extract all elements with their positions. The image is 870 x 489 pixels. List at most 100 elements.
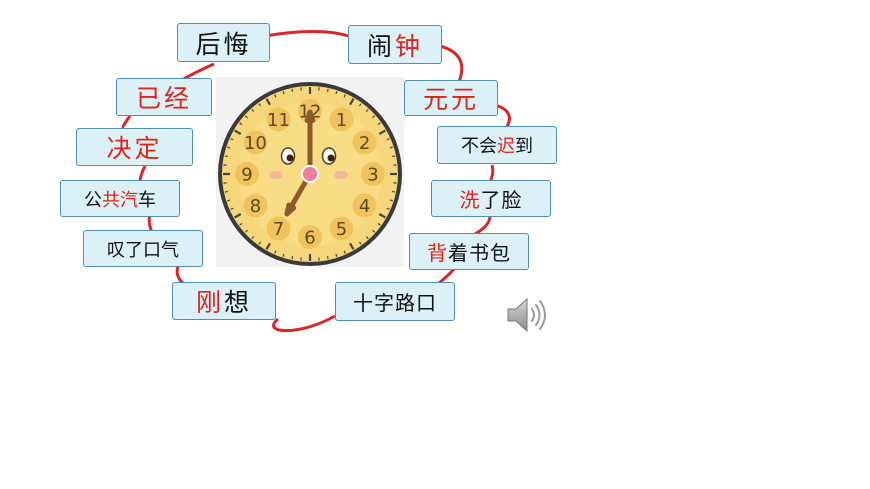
clock-tick — [251, 236, 255, 240]
clock-tick — [389, 146, 393, 149]
word-char: 闹 — [366, 31, 395, 61]
clock-number: 7 — [273, 219, 284, 240]
word-char: 叹 — [107, 239, 125, 261]
clock-number-badge — [329, 107, 354, 132]
clock-face: 121234567891011 — [218, 82, 402, 266]
clock-tick — [326, 256, 329, 260]
word-char: 了 — [480, 188, 502, 212]
word-char: 着 — [448, 241, 469, 265]
clock-tick — [258, 241, 262, 245]
clock-number-badge — [243, 193, 268, 218]
clock-tick — [377, 122, 381, 126]
word-char: 已 — [135, 84, 164, 113]
speaker-button[interactable] — [505, 294, 551, 336]
word-shizilukou[interactable]: 十字路口 — [335, 282, 455, 321]
clock-number: 8 — [250, 196, 261, 217]
clock-tick — [244, 229, 248, 233]
clock-tick — [378, 213, 386, 219]
word-jueding[interactable]: 决定 — [76, 128, 193, 166]
clock-number-badge — [361, 162, 385, 186]
clock-tick — [349, 242, 355, 250]
clock-number: 10 — [244, 133, 267, 154]
clock-tick — [224, 155, 228, 158]
word-gangxiang[interactable]: 刚想 — [172, 282, 276, 320]
clock-left-cheek — [269, 171, 283, 179]
clock-tick — [365, 236, 369, 240]
word-char: 十 — [353, 291, 374, 315]
clock-tick — [343, 94, 346, 98]
speaker-icon — [507, 297, 546, 333]
word-char: 洗 — [459, 188, 481, 212]
clock: 121234567891011 — [216, 77, 404, 267]
word-naozhong[interactable]: 闹钟 — [348, 25, 442, 64]
word-char: 共 — [102, 189, 120, 211]
word-char: 路 — [395, 291, 416, 315]
clock-minute-hand-tip — [304, 109, 316, 124]
clock-tick — [234, 213, 242, 219]
word-char: 到 — [515, 136, 533, 157]
clock-number-badge — [352, 193, 377, 218]
clock-tick — [358, 103, 362, 107]
clock-tick — [227, 146, 231, 149]
clock-tick — [291, 88, 294, 92]
clock-number: 9 — [241, 165, 252, 186]
clock-number: 2 — [359, 133, 370, 154]
clock-tick — [258, 103, 262, 107]
clock-tick — [224, 190, 228, 193]
clock-tick — [234, 129, 242, 135]
word-char: 经 — [164, 84, 193, 113]
clock-tick — [343, 250, 346, 254]
clock-tick — [389, 199, 393, 202]
clock-number-badge — [266, 107, 291, 132]
clock-tick — [386, 207, 390, 210]
word-char: 字 — [374, 291, 395, 315]
clock-number-badge — [298, 225, 322, 249]
clock-number-badge — [243, 130, 268, 155]
clock-tick — [282, 253, 285, 257]
word-char: 车 — [138, 189, 156, 211]
word-char: 包 — [490, 241, 511, 265]
word-char: 会 — [479, 136, 497, 157]
word-char: 不 — [461, 136, 479, 157]
word-char: 决 — [106, 134, 135, 163]
clock-tick — [282, 91, 285, 95]
word-char: 钟 — [395, 31, 424, 61]
clock-right-pupil — [327, 154, 335, 162]
clock-tick — [265, 98, 271, 106]
clock-left-pupil — [286, 154, 294, 162]
clock-number-badge — [329, 216, 354, 241]
clock-tick — [265, 242, 271, 250]
word-beizheshubao[interactable]: 背着书包 — [409, 233, 529, 270]
word-xilelian[interactable]: 洗了脸 — [431, 180, 551, 217]
clock-tick — [377, 222, 381, 226]
clock-number: 6 — [304, 228, 315, 249]
clock-number-badge — [266, 216, 291, 241]
clock-hour-hand-tip — [284, 202, 297, 217]
word-char: 汽 — [120, 189, 138, 211]
word-char: 口 — [416, 291, 437, 315]
clock-number: 4 — [359, 196, 370, 217]
clock-tick — [392, 190, 396, 193]
clock-right-cheek — [334, 171, 348, 179]
clock-number-badge — [352, 130, 377, 155]
word-char: 元 — [451, 85, 480, 114]
clock-tick — [335, 253, 338, 257]
word-char: 了 — [125, 239, 143, 261]
word-char: 书 — [469, 241, 490, 265]
word-char: 背 — [427, 241, 448, 265]
word-yuanyuan[interactable]: 元元 — [404, 80, 498, 116]
word-yijing[interactable]: 已经 — [116, 78, 212, 116]
word-char: 想 — [224, 288, 253, 317]
word-char: 迟 — [497, 136, 515, 157]
word-buhuichidao[interactable]: 不会迟到 — [437, 126, 557, 164]
word-gonggongqiche[interactable]: 公共汽车 — [60, 180, 180, 217]
clock-tick — [251, 108, 255, 112]
word-char: 后 — [195, 29, 224, 59]
clock-tick — [378, 129, 386, 135]
clock-tick — [230, 207, 234, 210]
word-char: 公 — [84, 189, 102, 211]
clock-tick — [386, 138, 390, 141]
clock-number: 3 — [367, 165, 378, 186]
word-tanlekouqi[interactable]: 叹了口气 — [83, 230, 203, 267]
word-houhui[interactable]: 后悔 — [177, 23, 270, 62]
